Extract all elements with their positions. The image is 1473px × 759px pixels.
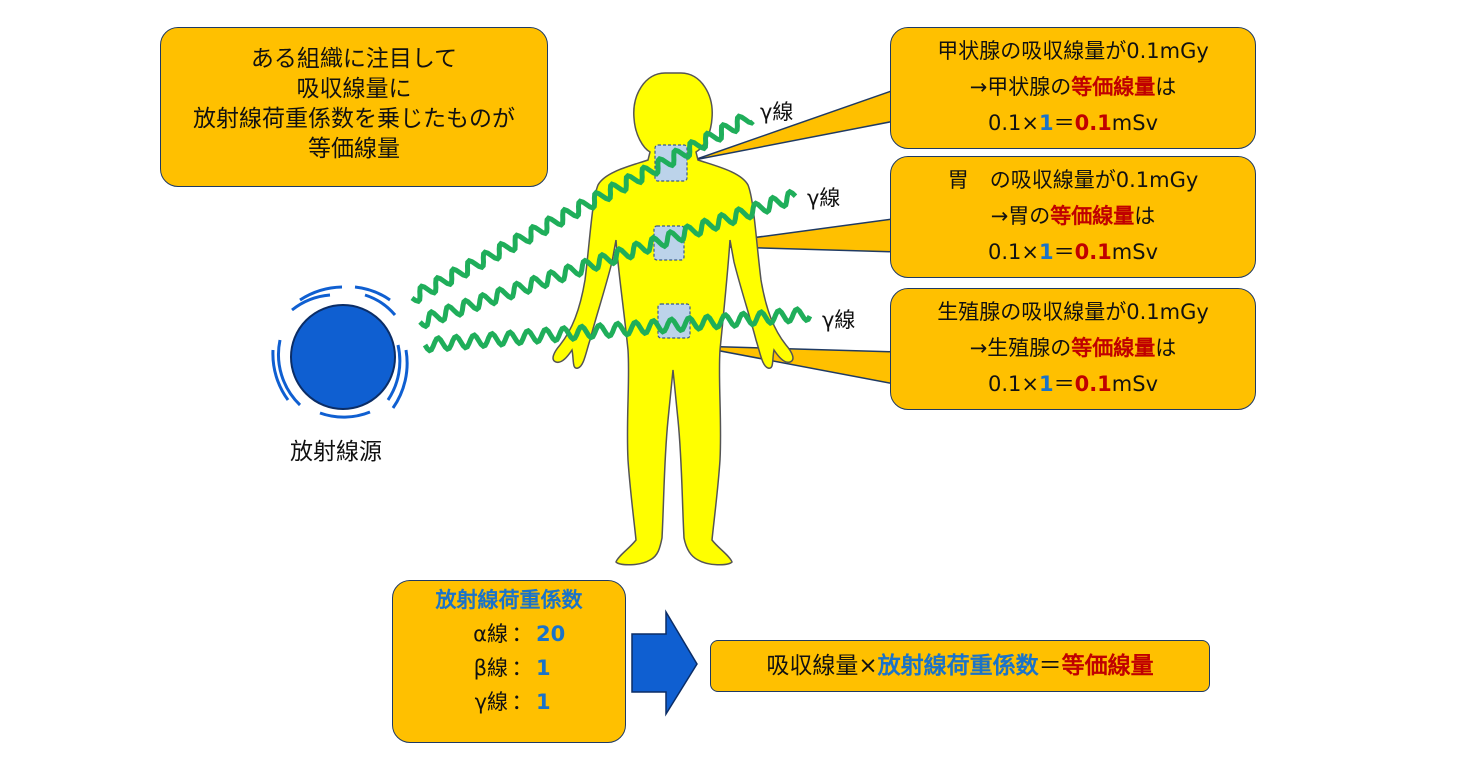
weighting-value: 1: [536, 656, 551, 680]
organ-name: 胃: [1008, 204, 1030, 228]
formula-result: 等価線量: [1061, 653, 1154, 679]
intro-line: ある組織に注目して: [250, 46, 458, 72]
formula-factor: 放射線荷重係数: [877, 653, 1039, 679]
calc-unit: mSv: [1111, 372, 1159, 396]
weighting-factor-box: 放射線荷重係数 α線：20 β線：1 γ線：1: [392, 580, 626, 743]
arrow-text: →: [990, 204, 1009, 228]
radiation-source-icon: [271, 285, 409, 419]
intro-box: ある組織に注目して 吸収線量に 放射線荷重係数を乗じたものが 等価線量: [160, 27, 548, 187]
colon: ：: [511, 656, 533, 680]
organ-name: 生殖腺: [987, 336, 1051, 360]
absorbed-text: の吸収線量が0.1mGy: [1000, 39, 1209, 63]
equivalent-dose-text: 等価線量: [1050, 204, 1135, 228]
radiation-type: β線: [473, 656, 508, 680]
weighting-row: β線：1: [393, 651, 625, 685]
particle-text: は: [1155, 75, 1177, 99]
weighting-value: 1: [536, 690, 551, 714]
calc-absorbed: 0.1×: [987, 111, 1039, 135]
gamma-ray-wave-3: [422, 306, 813, 354]
callout-gonad: 生殖腺の吸収線量が0.1mGy →生殖腺の等価線量は 0.1×1＝0.1mSv: [890, 288, 1256, 410]
organ-name: 甲状腺: [937, 39, 1001, 63]
formula-box: 吸収線量×放射線荷重係数＝等価線量: [710, 640, 1210, 692]
arrow-text: →: [969, 336, 988, 360]
calc-equals: ＝: [1053, 372, 1075, 396]
calc-factor: 1: [1038, 372, 1054, 396]
particle-text: の: [1050, 336, 1072, 360]
particle-text: の: [1050, 75, 1072, 99]
calc-result: 0.1: [1074, 240, 1112, 264]
calc-unit: mSv: [1111, 111, 1159, 135]
weighting-value: 20: [536, 622, 566, 646]
calc-factor: 1: [1038, 111, 1054, 135]
colon: ：: [511, 622, 533, 646]
radiation-type: γ線: [474, 690, 508, 714]
radiation-type: α線: [473, 622, 508, 646]
intro-line: 放射線荷重係数を乗じたものが: [193, 106, 515, 132]
arrow-text: →: [969, 75, 988, 99]
callout-thyroid: 甲状腺の吸収線量が0.1mGy →甲状腺の等価線量は 0.1×1＝0.1mSv: [890, 27, 1256, 149]
weighting-row: α線：20: [393, 617, 625, 651]
intro-line: 等価線量: [308, 136, 400, 162]
colon: ：: [511, 690, 533, 714]
absorbed-text: の吸収線量が0.1mGy: [989, 168, 1199, 192]
organ-name: 胃: [947, 168, 990, 192]
calc-equals: ＝: [1053, 111, 1075, 135]
weighting-row: γ線：1: [393, 685, 625, 719]
organ-name: 甲状腺: [987, 75, 1051, 99]
formula-equals: ＝: [1038, 653, 1062, 679]
particle-text: は: [1155, 336, 1177, 360]
callout-pointer-gonad: [693, 345, 901, 386]
calc-equals: ＝: [1053, 240, 1075, 264]
gamma-ray-wave-1: [410, 113, 755, 305]
calc-absorbed: 0.1×: [987, 240, 1039, 264]
gamma-ray-wave-2: [418, 188, 798, 330]
gamma-label-1: γ線: [760, 100, 794, 124]
calc-absorbed: 0.1×: [987, 372, 1039, 396]
gamma-label-3: γ線: [822, 308, 856, 332]
calc-factor: 1: [1038, 240, 1054, 264]
particle-text: は: [1134, 204, 1156, 228]
weighting-title: 放射線荷重係数: [435, 588, 583, 612]
callout-stomach: 胃 の吸収線量が0.1mGy →胃の等価線量は 0.1×1＝0.1mSv: [890, 156, 1256, 278]
equivalent-dose-text: 等価線量: [1071, 75, 1156, 99]
gamma-label-2: γ線: [807, 186, 841, 210]
calc-result: 0.1: [1074, 111, 1112, 135]
source-label: 放射線源: [290, 439, 382, 465]
particle-text: の: [1029, 204, 1051, 228]
right-arrow-icon: [631, 609, 698, 717]
calc-unit: mSv: [1111, 240, 1159, 264]
calc-result: 0.1: [1074, 372, 1112, 396]
intro-line: 吸収線量に: [296, 76, 412, 102]
organ-name: 生殖腺: [937, 300, 1001, 324]
absorbed-text: の吸収線量が0.1mGy: [1000, 300, 1209, 324]
equivalent-dose-text: 等価線量: [1071, 336, 1156, 360]
formula-absorbed: 吸収線量×: [766, 653, 878, 679]
